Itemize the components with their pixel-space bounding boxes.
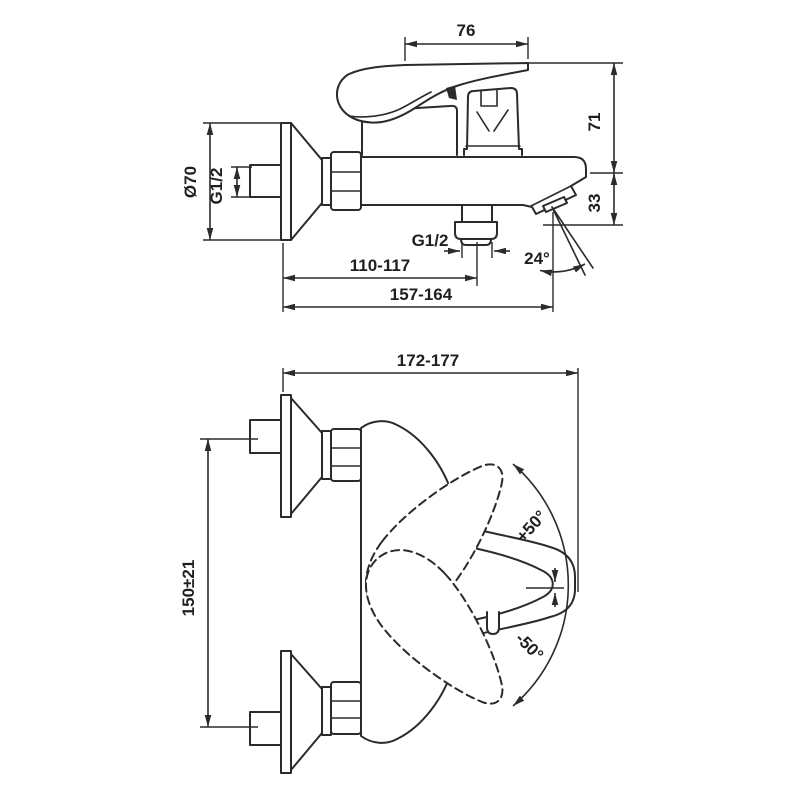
dim-label-flange-diameter: Ø70: [181, 166, 200, 198]
upper-union-nut: [330, 428, 362, 482]
upper-union-nut-facets: [330, 447, 362, 467]
upper-wall-pipe-stub: [249, 419, 282, 454]
side-wall-connection: [249, 122, 362, 241]
dim-label-spout-angle: 24°: [524, 249, 550, 268]
dim-label-handle-height: 71: [585, 113, 604, 132]
union-nut-facets: [330, 171, 362, 192]
lower-escutcheon-cone: [290, 653, 323, 771]
diverter-knob-slot: [480, 88, 498, 107]
dim-label-wall-to-outlet: 110-117: [350, 256, 411, 275]
shower-outlet-collar: [454, 221, 498, 240]
diverter-knob-vee: [476, 109, 509, 132]
front-view: +50° -50° 172-177 150±21: [179, 351, 579, 774]
front-lower-connection: [249, 650, 362, 774]
side-dimensions: 76 71 33 Ø70 G1/2 G1/2 110-117: [181, 21, 623, 312]
wall-pipe-stub: [249, 164, 282, 198]
lower-union-nut-facets: [330, 700, 362, 719]
escutcheon-cone: [290, 122, 323, 241]
union-nut: [330, 151, 362, 211]
upper-escutcheon-flange: [280, 394, 292, 518]
spout-face-line: [530, 185, 572, 207]
dim-label-centers-distance: 150±21: [179, 560, 198, 617]
side-view: 76 71 33 Ø70 G1/2 G1/2 110-117: [181, 21, 623, 312]
diverter-knob: [463, 87, 523, 156]
dim-label-swing-minus: -50°: [512, 629, 548, 665]
dim-label-spout-height: 33: [585, 194, 604, 213]
spray-direction-lines: [551, 206, 594, 276]
shower-outlet-lip: [460, 238, 492, 246]
lower-escutcheon-flange: [280, 650, 292, 774]
upper-escutcheon-cone: [290, 397, 323, 515]
lower-union-nut: [330, 681, 362, 735]
dim-swing-arc: [512, 463, 570, 707]
ext-flange: [203, 122, 281, 241]
lower-wall-pipe-stub: [249, 711, 282, 746]
front-dimensions: 172-177 150±21: [179, 351, 579, 728]
escutcheon-collar: [321, 157, 332, 206]
upper-escutcheon-collar: [321, 430, 332, 480]
ext-76: [404, 37, 529, 61]
handle-grip-line: [348, 91, 432, 118]
dim-label-wall-to-spout: 157-164: [390, 285, 453, 304]
escutcheon-flange: [280, 122, 292, 241]
dim-label-handle-length: 76: [457, 21, 476, 40]
side-body: [360, 87, 587, 246]
shower-outlet-stub: [461, 204, 493, 223]
ext-71-33: [528, 62, 623, 226]
diverter-pull-pin: [486, 611, 500, 635]
handle-gap-shadow: [446, 85, 457, 100]
side-handle: [336, 62, 529, 124]
lower-escutcheon-collar: [321, 686, 332, 736]
mixer-body: [360, 156, 587, 215]
front-upper-connection: [249, 394, 362, 518]
handle-lever: [336, 62, 529, 124]
dim-label-inlet-thread: G1/2: [207, 168, 226, 205]
dim-label-outlet-thread: G1/2: [412, 231, 449, 250]
aerator: [542, 196, 568, 213]
ext-inlet: [231, 166, 252, 198]
dim-label-overall-width: 172-177: [397, 351, 459, 370]
dim-spout-angle-arc: [539, 263, 586, 277]
ext-outlet: [461, 242, 493, 286]
